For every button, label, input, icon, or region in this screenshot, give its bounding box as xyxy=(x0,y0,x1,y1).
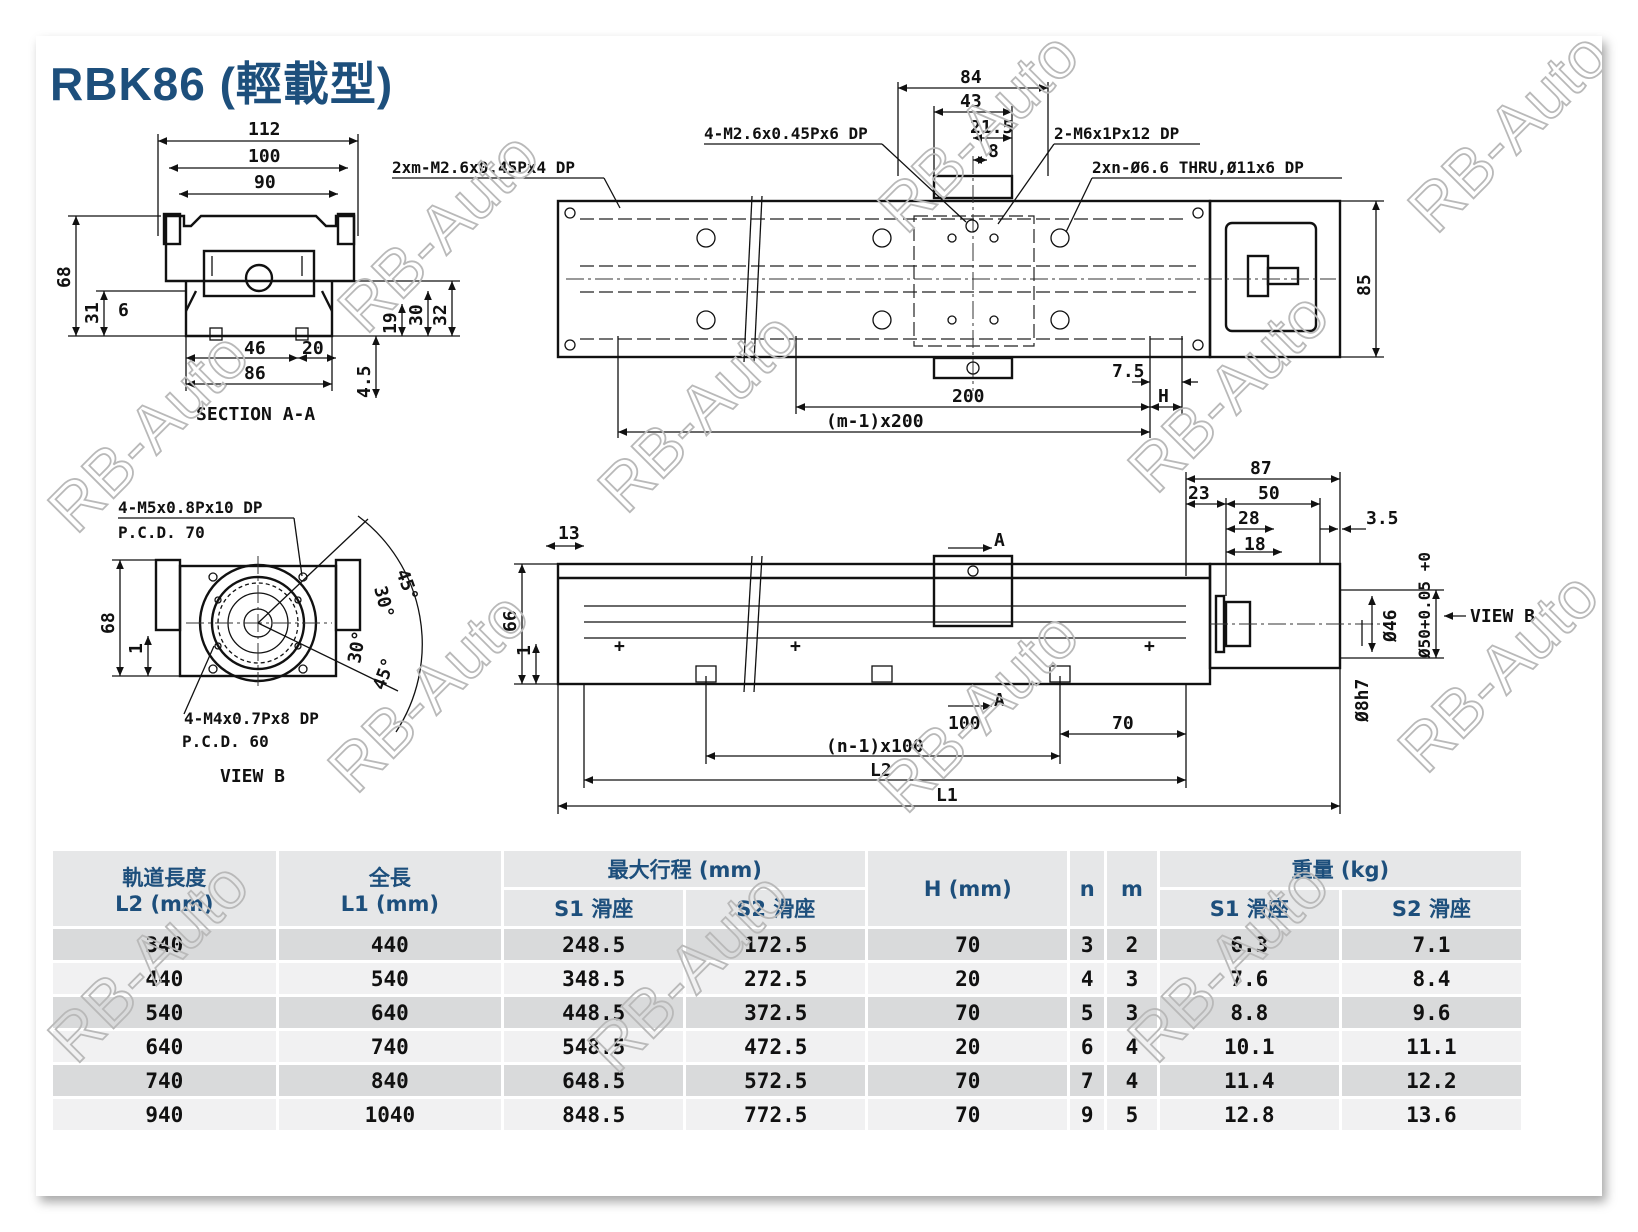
dim-28: 28 xyxy=(1238,508,1260,529)
view-b-dim-68: 68 xyxy=(98,612,119,634)
dim-23: 23 xyxy=(1188,483,1210,504)
svg-text:+: + xyxy=(790,636,801,657)
dim-6: 6 xyxy=(118,300,129,321)
dim-84: 84 xyxy=(960,67,982,88)
pcd-70: P.C.D. 70 xyxy=(118,523,205,542)
view-b-label: VIEW B xyxy=(220,766,285,787)
angle-30-top: 30° xyxy=(369,584,398,621)
drawing-sheet: RBK86 (輕載型) 112 100 90 xyxy=(36,36,1602,1196)
callout-m5: 4-M5x0.8Px10 DP xyxy=(118,498,263,517)
dim-46: 46 xyxy=(244,338,266,359)
dim-21-5: 21.5 xyxy=(970,117,1013,138)
dim-112: 112 xyxy=(248,119,281,140)
header-n: n xyxy=(1070,851,1105,926)
header-rail-length: 軌道長度 L2 (mm) xyxy=(53,851,276,926)
mount-holes xyxy=(564,207,1204,375)
dim-19: 19 xyxy=(380,312,401,334)
page-title: RBK86 (輕載型) xyxy=(50,58,394,110)
header-weight-s2: S2 滑座 xyxy=(1341,890,1521,926)
dim-85: 85 xyxy=(1354,274,1375,296)
dim-8: 8 xyxy=(988,141,999,162)
angle-30-bottom: 30° xyxy=(344,629,370,665)
header-max-stroke: 最大行程 (mm) xyxy=(504,851,866,887)
dim-43: 43 xyxy=(960,91,982,112)
dim-86: 86 xyxy=(244,363,266,384)
dim-100: 100 xyxy=(248,146,281,167)
side-view: + + + A A 13 66 1 87 23 xyxy=(500,458,1535,814)
header-total-length: 全長 L1 (mm) xyxy=(278,851,502,926)
svg-text:+: + xyxy=(614,636,625,657)
dim-90: 90 xyxy=(254,172,276,193)
dim-20: 20 xyxy=(302,338,324,359)
callout-m6: 2-M6x1Px12 DP xyxy=(1054,124,1179,143)
top-view: 84 43 21.5 8 2xm-M2.6x0.45Px4 DP 4-M2.6x… xyxy=(392,67,1384,438)
header-stroke-s1: S1 滑座 xyxy=(504,890,684,926)
dim-L2: L2 xyxy=(870,760,892,781)
callout-m4: 4-M4x0.7Px8 DP xyxy=(184,709,319,728)
view-b-marker: VIEW B xyxy=(1470,606,1535,627)
dim-7-5: 7.5 xyxy=(1112,361,1145,382)
svg-text:+: + xyxy=(1144,636,1155,657)
dim-70: 70 xyxy=(1112,713,1134,734)
section-mark-a-bottom: A xyxy=(994,690,1005,711)
dim-m-1x200: (m-1)x200 xyxy=(826,411,924,432)
callout-thru: 2xn-Ø6.6 THRU,Ø11x6 DP xyxy=(1092,158,1304,177)
angle-45-top: 45° xyxy=(391,567,422,605)
angle-45-bottom: 45° xyxy=(369,655,400,693)
pcd-60: P.C.D. 60 xyxy=(182,732,269,751)
view-b-dim-1: 1 xyxy=(126,643,147,654)
technical-drawing: 112 100 90 68 31 xyxy=(54,67,1535,814)
dim-50: 50 xyxy=(1258,483,1280,504)
dim-n-1x100: (n-1)x100 xyxy=(826,736,924,757)
spec-table: 軌道長度 L2 (mm) 全長 L1 (mm) 最大行程 (mm) H (mm)… xyxy=(50,848,1524,1133)
dim-3-5: 3.5 xyxy=(1366,508,1399,529)
callout-m2-6-4dp: 2xm-M2.6x0.45Px4 DP xyxy=(392,158,575,177)
dim-dia-46: Ø46 xyxy=(1380,609,1401,643)
dim-200: 200 xyxy=(952,386,985,407)
dim-32: 32 xyxy=(430,304,451,326)
dim-L1: L1 xyxy=(936,785,958,806)
dim-100: 100 xyxy=(948,713,981,734)
header-weight: 重量 (kg) xyxy=(1159,851,1521,887)
dim-30: 30 xyxy=(406,304,427,326)
dim-13: 13 xyxy=(558,523,580,544)
section-a-a-label: SECTION A-A xyxy=(196,404,315,425)
dim-18: 18 xyxy=(1244,534,1266,555)
header-m: m xyxy=(1107,851,1157,926)
dim-H: H xyxy=(1158,386,1169,407)
dim-side-1: 1 xyxy=(514,645,535,656)
section-a-a: 112 100 90 68 31 xyxy=(54,119,460,425)
dim-4-5: 4.5 xyxy=(354,365,375,398)
dim-66: 66 xyxy=(500,610,521,632)
header-h: H (mm) xyxy=(868,851,1068,926)
callout-m2-6-6dp: 4-M2.6x0.45Px6 DP xyxy=(704,124,868,143)
header-stroke-s2: S2 滑座 xyxy=(686,890,866,926)
dim-dia-8h7: Ø8h7 xyxy=(1352,679,1373,723)
dim-87: 87 xyxy=(1250,458,1272,479)
dim-dia-50: Ø50+0.05 +0 xyxy=(1415,552,1434,659)
dim-68: 68 xyxy=(54,266,75,288)
section-mark-a-top: A xyxy=(994,530,1005,551)
header-weight-s1: S1 滑座 xyxy=(1159,890,1339,926)
dim-31: 31 xyxy=(82,302,103,324)
view-b: 45° 30° 30° 45° 68 1 4-M5x0.8Px10 DP P.C… xyxy=(98,498,423,787)
